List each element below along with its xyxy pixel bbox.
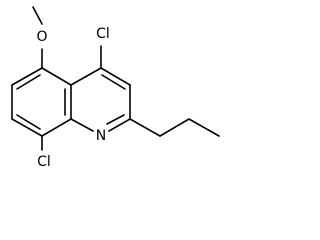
bond-c2-propyl-1 <box>129 118 161 137</box>
bond-c2-n1-double <box>106 114 125 125</box>
bond-c4-c3-double <box>101 74 126 90</box>
bond-c7-c8 <box>11 118 43 137</box>
atom-label-layer: O Cl Cl N <box>36 26 109 170</box>
bond-c7-c8-double <box>16 114 41 130</box>
ring-nitrogen-label: N <box>96 128 106 144</box>
bond-layer <box>11 6 220 151</box>
bond-c2-n1 <box>108 118 131 132</box>
bond-c5-c6-double <box>16 74 41 90</box>
bond-c4-c3 <box>100 67 131 86</box>
bond-c4a-c4 <box>70 67 102 86</box>
methoxy-oxygen-label: O <box>36 29 47 45</box>
molecule-structure-canvas: O Cl Cl N <box>11 6 220 170</box>
chlorine-top-label: Cl <box>96 26 110 42</box>
bond-c5-c6 <box>11 67 43 86</box>
bond-c4a-c5 <box>41 67 72 86</box>
bond-c8-c8a <box>41 118 72 137</box>
bond-methyl-oxygen <box>32 6 43 25</box>
bond-propyl-2-3 <box>188 118 220 137</box>
bond-propyl-1-2 <box>159 118 190 137</box>
bond-n1-c8a <box>70 118 94 132</box>
chlorine-bottom-label: Cl <box>37 154 51 170</box>
